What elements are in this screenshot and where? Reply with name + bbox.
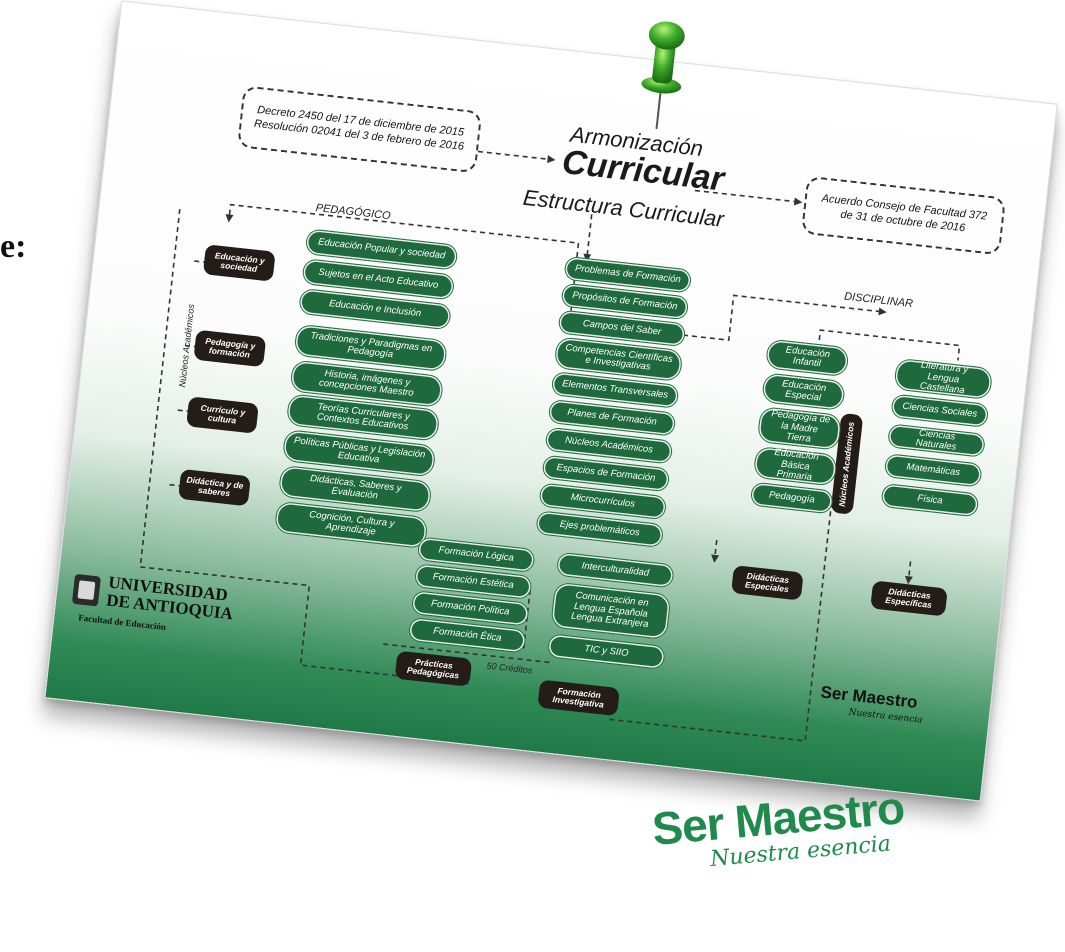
cropped-text-fragment: e: (0, 228, 27, 265)
universidad-antioquia-logo: UNIVERSIDAD DE ANTIOQUIA Facultad de Edu… (66, 568, 263, 658)
poster-photo: Decreto 2450 del 17 de diciembre de 2015… (44, 0, 1060, 890)
push-pin-icon (641, 21, 685, 130)
faculty-name: Facultad de Educación (77, 612, 167, 633)
curriculum-poster: Decreto 2450 del 17 de diciembre de 2015… (44, 0, 1058, 802)
university-crest-icon (72, 574, 101, 607)
